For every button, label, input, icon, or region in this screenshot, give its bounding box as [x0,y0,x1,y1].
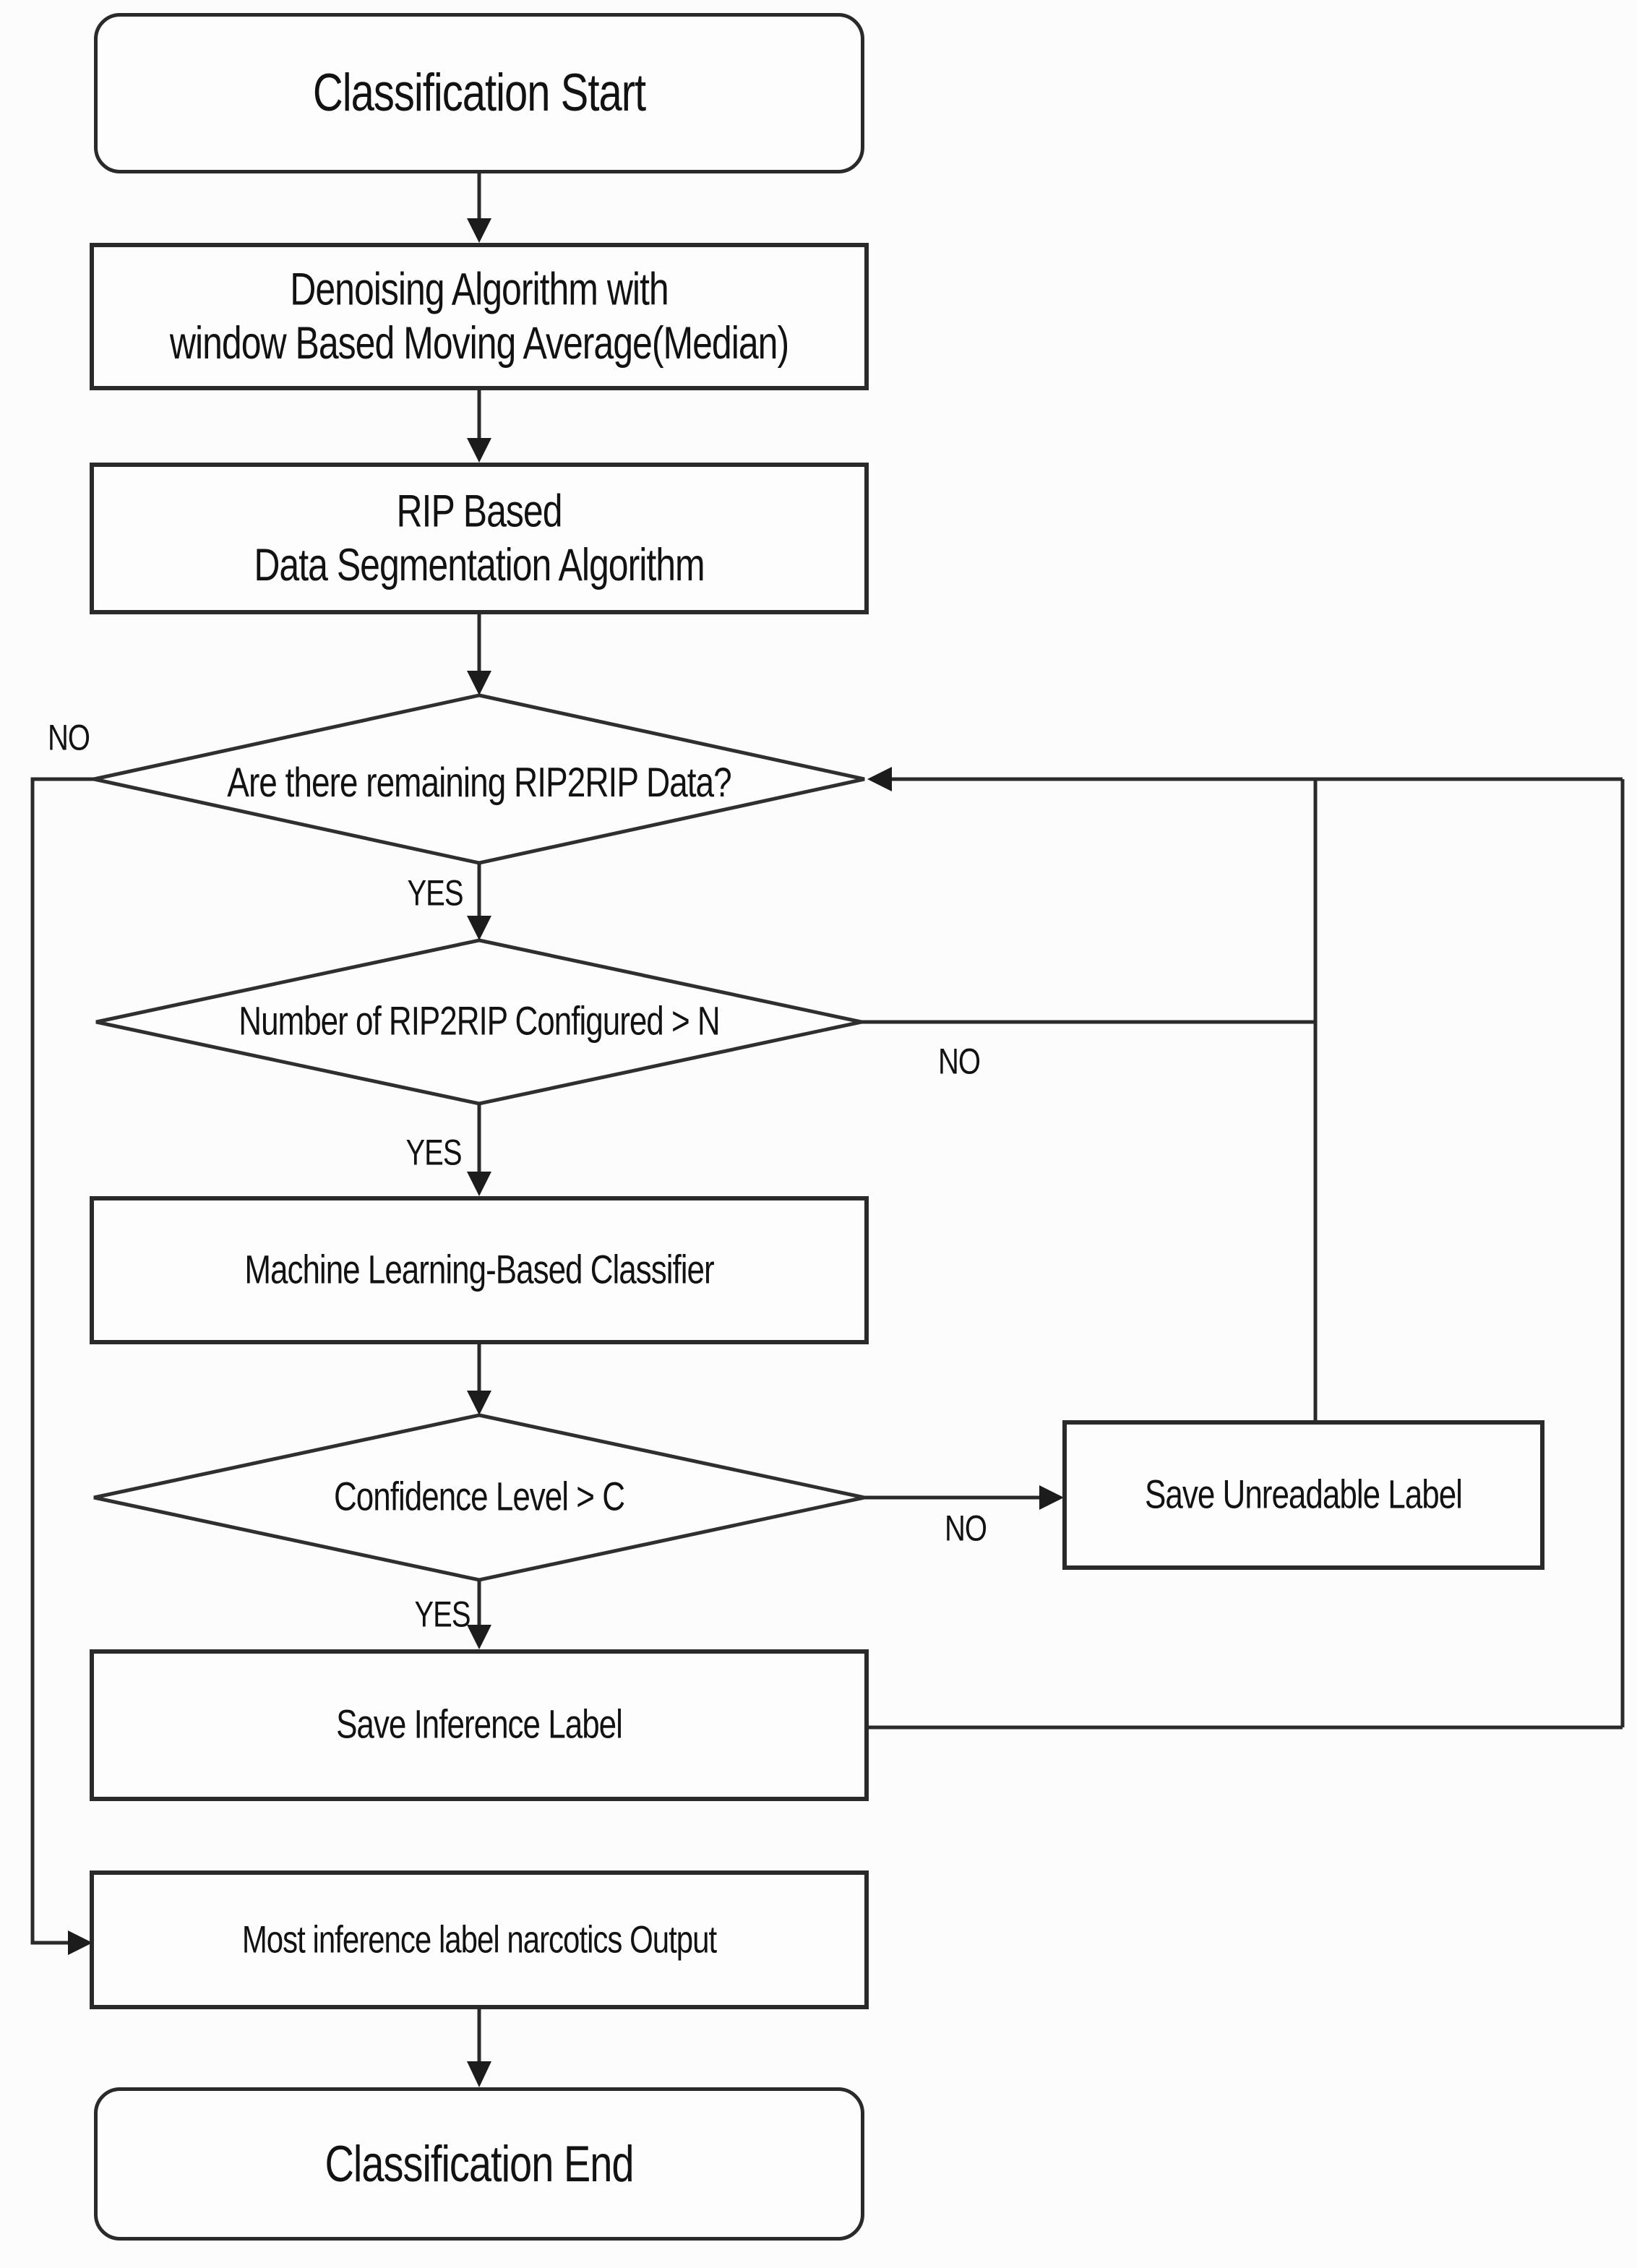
arrowhead-right-unreadable [1039,1485,1064,1510]
branch-label-remaining-no: NO [48,718,90,758]
arrowhead-down-denoising [467,218,491,243]
confidence-no-text: NO [945,1508,987,1549]
arrowhead-down-count [467,916,491,940]
denoising-label: Denoising Algorithm with window Based Mo… [169,263,789,369]
confidence-yes-text: YES [414,1594,471,1635]
decision-count-label-wrap: Number of RIP2RIP Configured > N [239,1000,720,1044]
decision-count-label: Number of RIP2RIP Configured > N [239,999,720,1044]
classifier-label: Machine Learning-Based Classifier [244,1247,714,1292]
node-segmentation: RIP Based Data Segmentation Algorithm [90,463,869,614]
node-save-unreadable: Save Unreadable Label [1062,1420,1544,1570]
arrowhead-down-classifier [467,1172,491,1196]
decision-confidence-label-wrap: Confidence Level > C [334,1475,625,1520]
decision-confidence-label: Confidence Level > C [334,1474,625,1520]
remaining-no-text: NO [48,718,90,758]
save-unreadable-label: Save Unreadable Label [1145,1472,1463,1517]
arrowhead-right-output [68,1930,93,1955]
arrowhead-down-inference [467,1625,491,1649]
node-classifier: Machine Learning-Based Classifier [90,1196,869,1344]
node-classification-end: Classification End [94,2087,864,2241]
arrowhead-down-end [467,2061,491,2087]
classification-end-label: Classification End [325,2134,634,2193]
decision-remaining-label-wrap: Are there remaining RIP2RIP Data? [227,758,731,806]
branch-label-confidence-yes: YES [414,1595,471,1635]
count-yes-text: YES [405,1133,462,1173]
remaining-yes-text: YES [407,873,463,914]
arrowhead-left-remaining [867,767,892,791]
save-inference-label: Save Inference Label [336,1702,623,1748]
classification-start-label: Classification Start [312,63,646,123]
arrowhead-down-segmentation [467,438,491,463]
segmentation-label: RIP Based Data Segmentation Algorithm [254,485,705,590]
branch-label-remaining-yes: YES [407,874,463,914]
output-label: Most inference label narcotics Output [241,1918,717,1962]
decision-remaining-label: Are there remaining RIP2RIP Data? [227,758,731,806]
edge-remaining-no-line [30,777,94,1945]
branch-label-count-yes: YES [405,1133,462,1173]
node-output: Most inference label narcotics Output [90,1870,869,2009]
branch-label-confidence-no: NO [945,1509,987,1549]
arrowhead-down-remaining [467,671,491,695]
node-classification-start: Classification Start [94,13,864,173]
arrowhead-down-confidence [467,1391,491,1415]
count-no-text: NO [938,1041,981,1082]
branch-label-count-no: NO [938,1042,981,1082]
node-denoising: Denoising Algorithm with window Based Mo… [90,243,869,390]
node-save-inference: Save Inference Label [90,1649,869,1801]
